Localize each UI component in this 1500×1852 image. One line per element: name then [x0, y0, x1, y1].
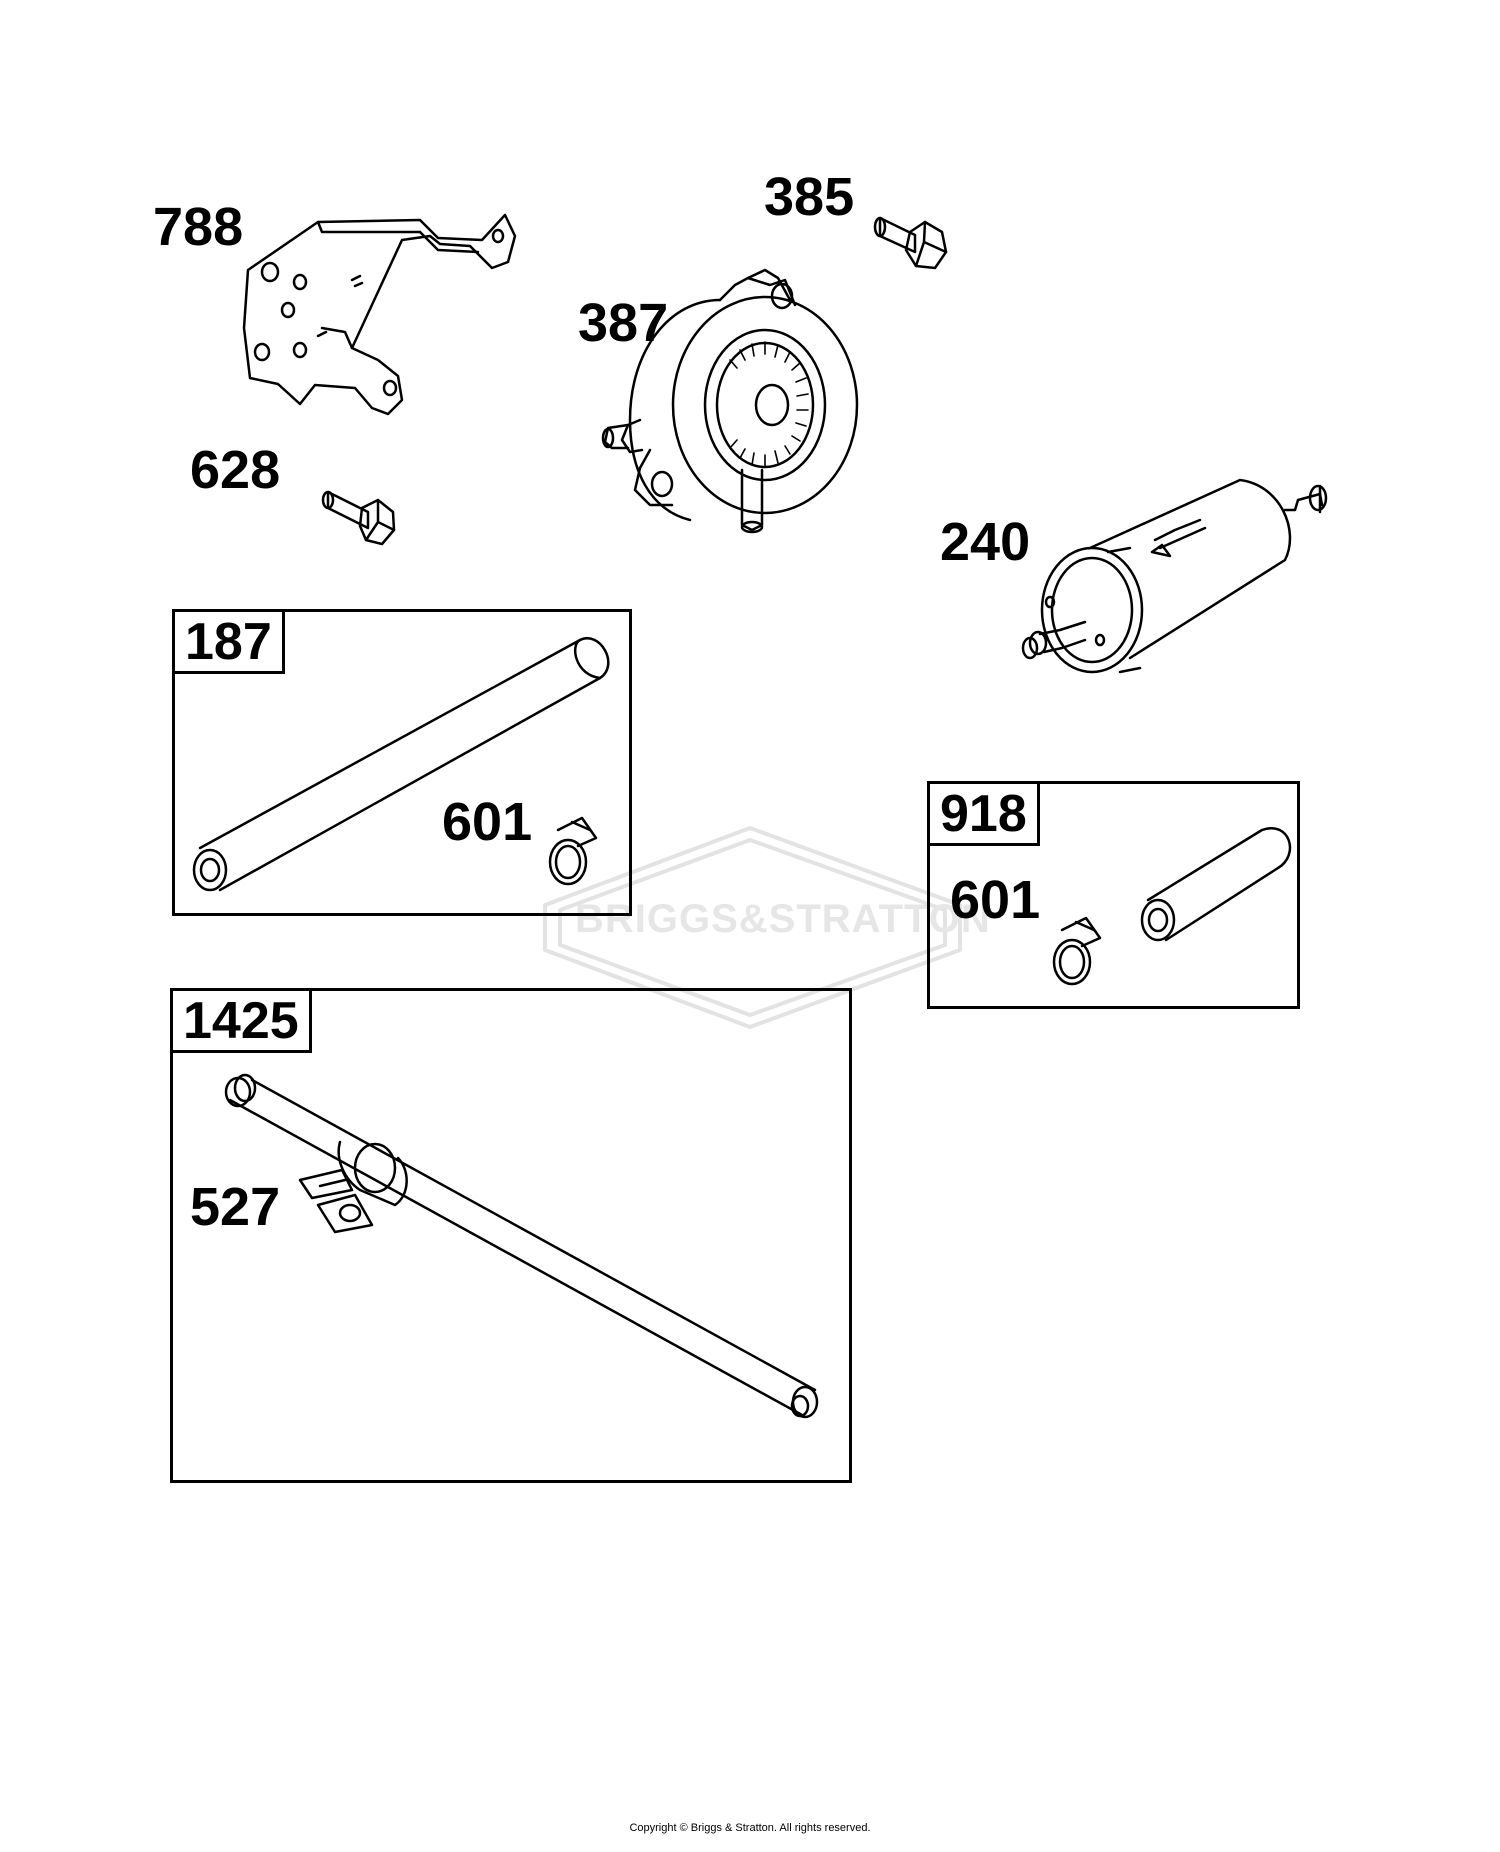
kit-box-1425: 1425 [170, 988, 852, 1483]
pump-fins [729, 341, 809, 468]
callout-527: 527 [190, 1177, 281, 1237]
callout-240: 240 [940, 512, 1031, 572]
kit-label-187: 187 [172, 609, 285, 674]
kit-box-918: 918 [927, 781, 1300, 1009]
callout-788: 788 [153, 197, 244, 257]
bolt-628 [321, 490, 396, 546]
callout-387: 387 [578, 293, 669, 353]
hose-187 [192, 637, 610, 892]
copyright-footer: Copyright © Briggs & Stratton. All right… [629, 1822, 871, 1834]
fuel-pump-387 [601, 268, 859, 534]
callout-601-b: 601 [950, 870, 1041, 930]
callout-628: 628 [190, 440, 281, 500]
callout-601-a: 601 [442, 792, 533, 852]
bracket-788 [242, 213, 517, 416]
kit-label-918: 918 [927, 781, 1040, 846]
fuel-line-1425 [224, 1073, 819, 1419]
kit-box-187: 187 [172, 609, 632, 916]
watermark-logo [543, 826, 962, 1029]
bolt-385 [873, 216, 948, 270]
clamp-601-b [1052, 916, 1102, 986]
watermark-brand: BRIGGS&STRATTON [575, 897, 991, 941]
clip-527 [298, 1140, 408, 1234]
hose-918 [1140, 827, 1292, 942]
kit-label-1425: 1425 [170, 988, 312, 1053]
callout-385: 385 [764, 167, 855, 227]
fuel-filter-240 [1021, 478, 1328, 674]
clamp-601-a [548, 816, 598, 886]
